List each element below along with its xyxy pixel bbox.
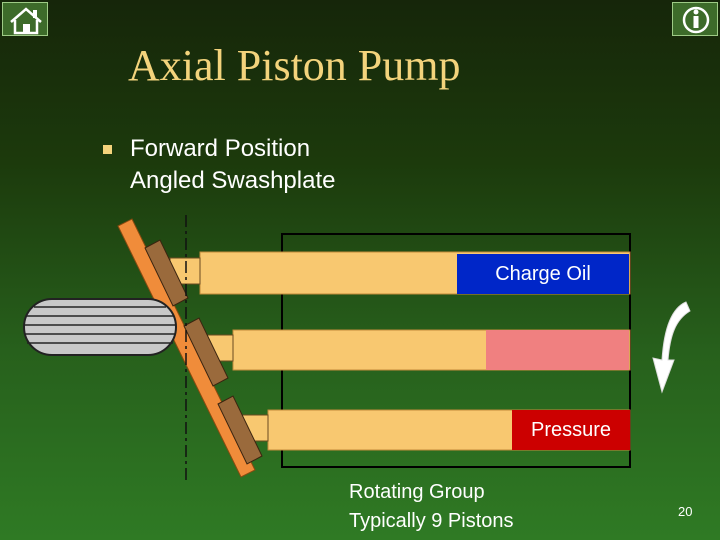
bullet-line-1: Forward Position xyxy=(130,135,311,162)
rotating-group-caption: Rotating Group Typically 9 Pistons xyxy=(349,478,514,536)
piston-shoe-middle xyxy=(183,317,229,387)
bullet-text: Forward Position Angled Swashplate xyxy=(130,133,335,197)
piston-shoe-top xyxy=(144,239,189,307)
slide-title: Axial Piston Pump xyxy=(128,41,461,90)
caption-line-2: Typically 9 Pistons xyxy=(349,510,514,532)
pressure-label: Pressure xyxy=(512,410,630,450)
piston-shoe-bottom xyxy=(217,395,263,465)
home-button[interactable] xyxy=(2,2,48,36)
bullet-line-2: Angled Swashplate xyxy=(130,167,336,194)
drive-shaft xyxy=(23,298,177,356)
page-number: 20 xyxy=(678,504,693,519)
charge-oil-label: Charge Oil xyxy=(457,254,629,294)
info-icon xyxy=(682,6,710,34)
bullet-marker xyxy=(103,145,112,154)
rotation-arrow-icon xyxy=(652,301,691,394)
info-button[interactable] xyxy=(672,2,718,36)
caption-line-1: Rotating Group xyxy=(349,481,485,503)
transition-zone xyxy=(486,330,629,370)
home-icon xyxy=(10,7,42,35)
